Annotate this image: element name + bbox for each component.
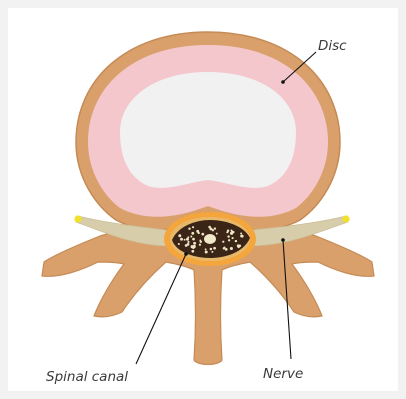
disc-leader-dot	[281, 80, 285, 84]
cord-speckle	[199, 244, 201, 246]
cord-speckle	[180, 238, 183, 241]
cord-speckle	[191, 232, 194, 235]
cord-speckle	[184, 239, 186, 241]
cord-speckle	[240, 235, 242, 237]
cord-speckle	[178, 234, 181, 237]
cord-speckle	[186, 238, 189, 241]
cord-speckle	[230, 232, 233, 235]
cord-speckle	[193, 242, 196, 245]
cord-speckle	[239, 245, 242, 248]
spinal-canal	[164, 212, 256, 266]
cord-speckle	[210, 248, 213, 251]
cord-speckle	[216, 233, 218, 235]
cord-speckle	[232, 237, 234, 239]
cord-speckle	[224, 246, 226, 248]
cord-speckle	[178, 243, 180, 245]
cord-speckle	[187, 241, 189, 243]
cord-speckle	[227, 229, 229, 231]
cord-speckle	[205, 248, 207, 250]
label-nerve: Nerve	[263, 366, 303, 382]
nerve-leader-dot	[281, 238, 285, 242]
nerve-right-tip	[342, 215, 349, 222]
cord-speckle	[230, 229, 232, 231]
nerve-left-tip	[74, 215, 81, 222]
cord-speckle	[209, 227, 212, 230]
cord-speckle	[205, 251, 208, 254]
cord-speckle	[235, 240, 237, 242]
label-disc: Disc	[318, 38, 347, 54]
cord-speckle	[200, 241, 202, 243]
cord-speckle	[213, 247, 216, 250]
disc-body	[76, 32, 340, 230]
spinal-canal-leader-dot	[184, 252, 188, 256]
disc-nucleus	[120, 72, 296, 188]
cord-speckle	[187, 236, 189, 238]
cord-speckle	[225, 248, 228, 251]
cord-speckle	[185, 244, 188, 247]
cord-speckle	[188, 227, 190, 229]
cord-speckle	[196, 230, 199, 233]
cord-speckle	[191, 250, 194, 253]
cord-speckle	[192, 238, 195, 241]
cord-speckle	[214, 227, 216, 229]
cord-speckle	[227, 235, 229, 237]
label-spinal-canal: Spinal canal	[46, 369, 128, 385]
cord-speckle	[201, 233, 204, 236]
cord-speckle	[192, 226, 194, 228]
cord-speckle	[190, 235, 192, 237]
central-canal	[204, 234, 216, 244]
cord-speckle	[240, 233, 242, 235]
cord-speckle	[193, 245, 196, 248]
cord-speckle	[230, 247, 233, 250]
cord-speckle	[211, 251, 213, 253]
cord-speckle	[222, 241, 224, 243]
cord-speckle	[228, 239, 230, 241]
